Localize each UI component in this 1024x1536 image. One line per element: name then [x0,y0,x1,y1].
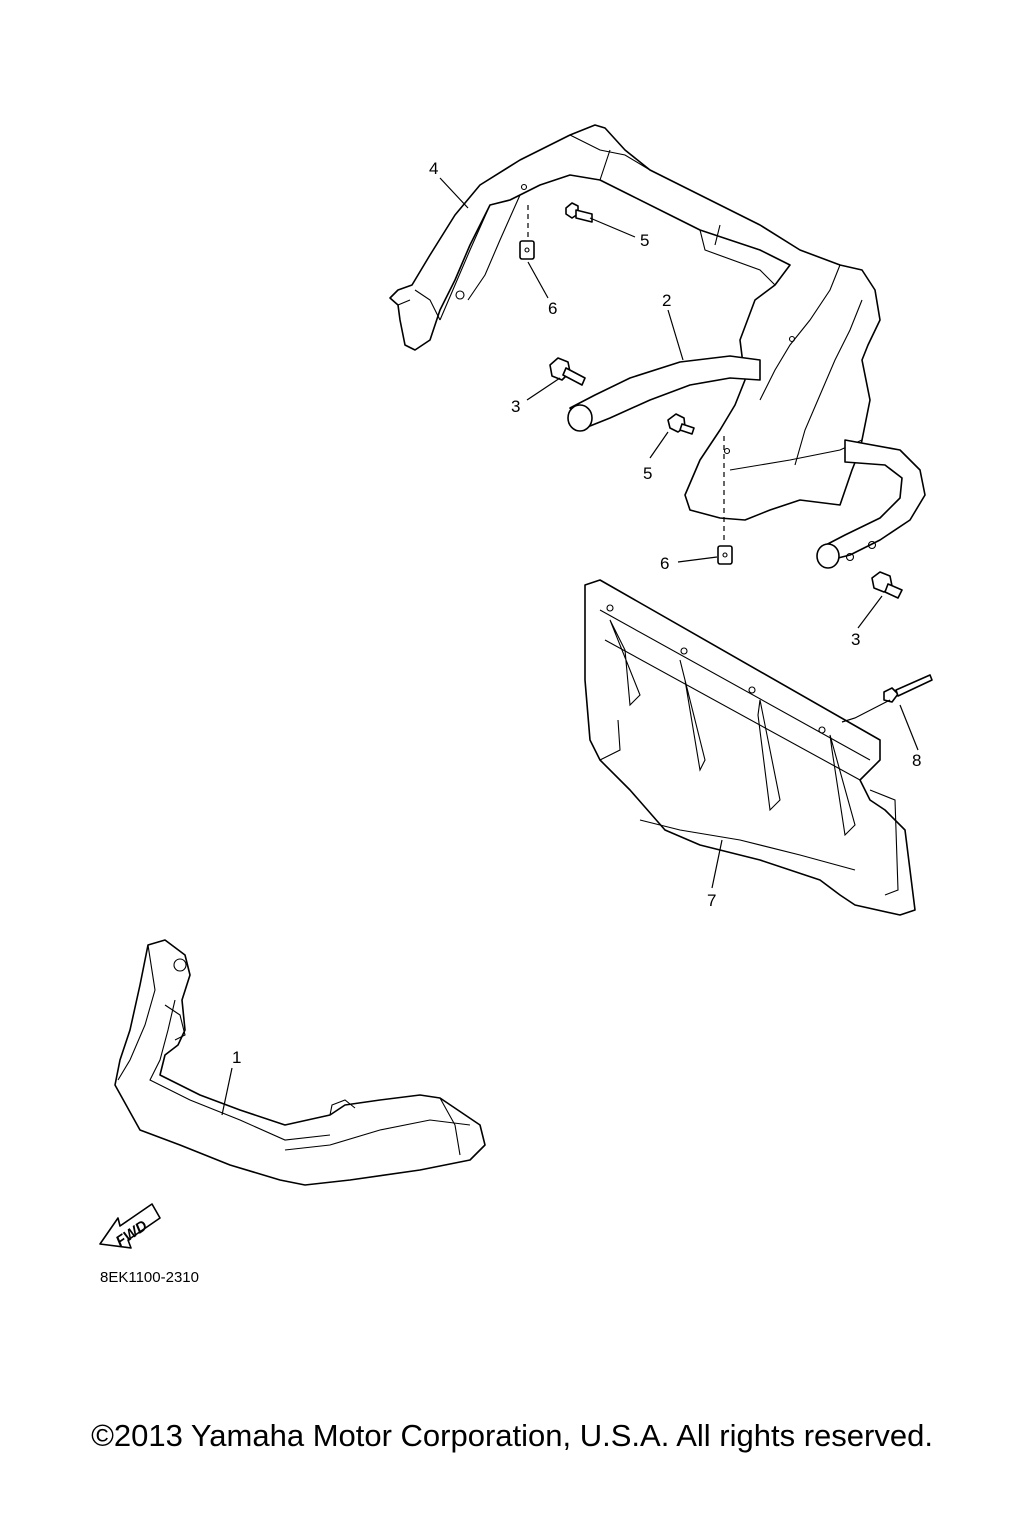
bolt-5-upper[interactable] [565,202,593,223]
callout-labels: 1 2 3 3 4 5 5 6 6 7 8 [232,159,921,1067]
callout-3-right: 3 [851,630,860,649]
callout-6-lower: 6 [660,554,669,573]
callout-4: 4 [429,159,438,178]
callout-3-left: 3 [511,397,520,416]
bolt-5-lower[interactable] [667,413,695,435]
callout-8: 8 [912,751,921,770]
copyright-notice: ©2013 Yamaha Motor Corporation, U.S.A. A… [91,1418,933,1453]
callout-2: 2 [662,291,671,310]
callout-5-upper: 5 [640,231,649,250]
rivet-8[interactable] [883,674,933,703]
bolt-3-left[interactable] [549,357,586,386]
callout-6-upper: 6 [548,299,557,318]
callout-5-lower: 5 [643,464,652,483]
clip-nut-6-upper[interactable] [519,240,535,260]
bolt-3-right[interactable] [871,571,903,599]
callout-1: 1 [232,1048,241,1067]
clip-nut-6-lower[interactable] [717,545,733,565]
part-1-lower-bumper[interactable] [114,939,486,1186]
part-2-bumper-bar[interactable] [567,355,926,569]
leader-lines [221,177,919,1116]
part-7-skid-plate[interactable] [584,579,916,916]
diagram-code: 8EK1100-2310 [100,1269,199,1286]
part-4-front-shroud[interactable] [389,124,881,521]
fwd-arrow-icon: FWD [99,1203,161,1250]
callout-7: 7 [707,891,716,910]
